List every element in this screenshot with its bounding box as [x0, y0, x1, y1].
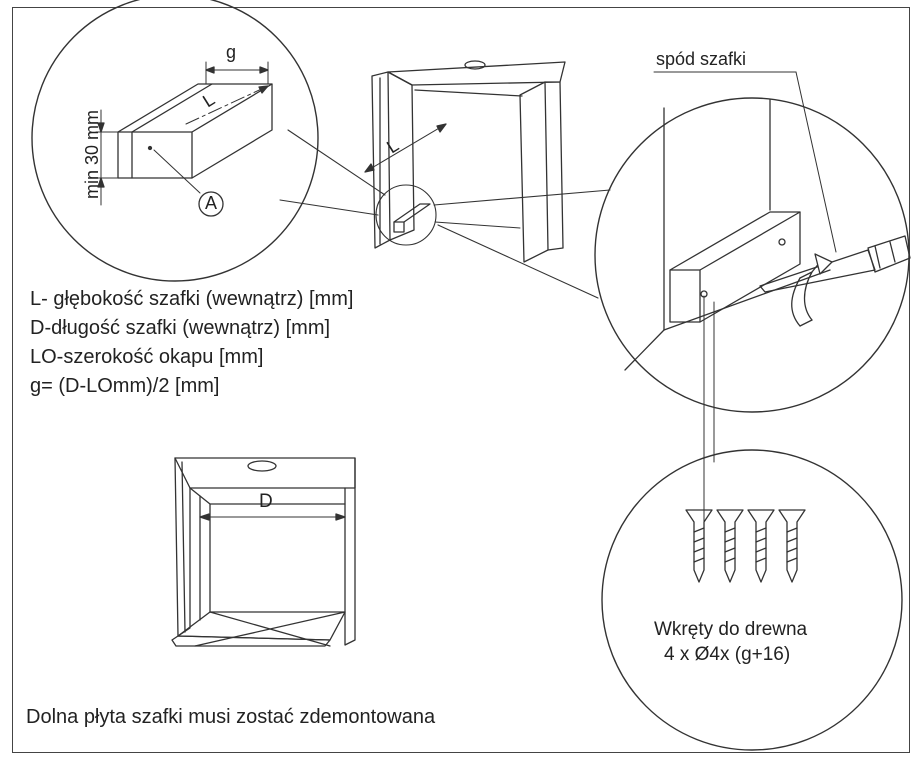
screws-label-line2: 4 x Ø4x (g+16) [664, 644, 791, 665]
cabinet-bottom-label: spód szafki [656, 49, 747, 69]
detail-connector-3 [437, 224, 599, 299]
legend-line: g= (D-LOmm)/2 [mm] [30, 375, 220, 397]
legend: L- głębokość szafki (wewnątrz) [mm] D-dł… [30, 285, 353, 401]
detail-connector-1 [287, 129, 386, 196]
screws-detail-circle [601, 449, 903, 751]
cabinet-top-view [364, 60, 566, 263]
screws-label: Wkręty do drewna 4 x Ø4x (g+16) [654, 617, 807, 667]
detail-connector-2 [279, 199, 379, 216]
screws-label-line1: Wkręty do drewna [654, 619, 808, 640]
mounting-detail-circle [594, 71, 911, 413]
legend-line: LO-szerokość okapu [mm] [30, 346, 264, 368]
wood-screw-4 [778, 509, 806, 583]
legend-line: D-długość szafki (wewnątrz) [mm] [30, 317, 331, 339]
wood-screw-2 [716, 509, 744, 583]
dimension-d-label: D [259, 491, 273, 512]
dimension-g-label: g [226, 42, 237, 62]
bottom-caption: Dolna płyta szafki musi zostać zdemontow… [26, 706, 436, 728]
diagram-frame [12, 7, 910, 753]
detail-connector-4 [433, 189, 611, 206]
wood-screw-3 [747, 509, 775, 583]
callout-a-label: A [205, 193, 218, 213]
wood-screw-1 [685, 509, 713, 583]
cabinet-bottom-removed [171, 457, 356, 647]
bracket-detail-circle [31, 0, 319, 282]
legend-line: L- głębokość szafki (wewnątrz) [mm] [30, 288, 354, 310]
min-30mm-label: min 30 mm [82, 109, 103, 200]
